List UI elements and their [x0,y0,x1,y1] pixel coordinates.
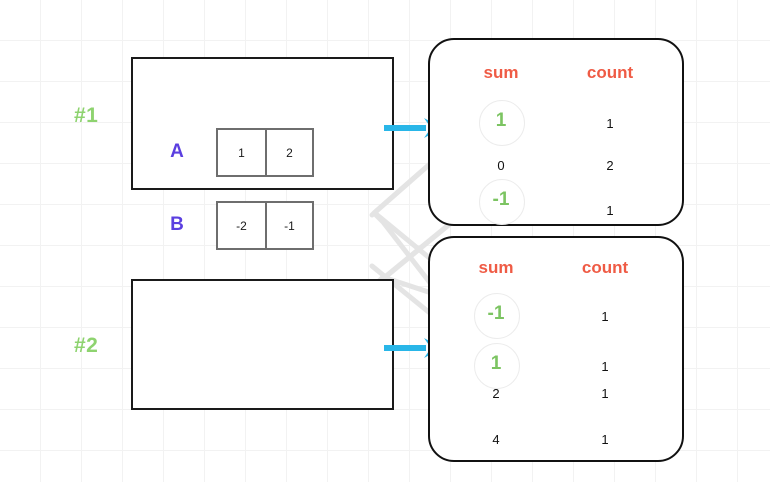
row-label-a: A [170,141,184,162]
aggregate-table-1: sum count 1 1 0 2 -1 1 [428,38,684,226]
highlight-circle-t2-r1 [474,343,520,389]
table-1-sum-2: -1 [492,189,510,210]
cell-a-1: 2 [264,130,312,175]
table-2-sum-0: -1 [487,303,505,324]
table-2-header-sum: sum [478,258,514,277]
cell-pair-b: -2 -1 [216,201,314,250]
table-2-sum-2: 2 [492,386,500,401]
table-2-sum-3: 4 [492,432,500,447]
table-2-count-2: 1 [601,386,609,401]
cell-b-1: -1 [264,203,312,248]
table-2-sum-1: 1 [490,353,502,374]
input-panel-group-2: C -1 2 D 0 2 [131,279,394,410]
table-2-count-0: 1 [601,309,609,324]
input-panel-group-1: A 1 2 B -2 -1 [131,57,394,250]
table-1-count-1: 2 [606,158,614,173]
aggregate-table-2: sum count -1 1 1 1 2 1 4 1 [428,236,684,462]
table-1-count-2: 1 [606,203,614,218]
cell-pair-a: 1 2 [216,128,314,177]
row-label-b: B [170,214,184,235]
table-2-count-3: 1 [601,432,609,447]
cell-b-0: -2 [236,218,247,233]
cell-a-0: 1 [238,145,245,160]
group-index-1: #1 [74,104,99,127]
table-1-sum-0: 1 [495,110,507,131]
table-1-header-sum: sum [483,63,519,82]
group-index-2: #2 [74,334,99,357]
highlight-circle-t1-r2 [479,179,525,225]
highlight-circle-t2-r0 [474,293,520,339]
table-2-header-count: count [581,258,629,277]
table-1-count-0: 1 [606,116,614,131]
highlight-circle-t1-r0 [479,100,525,146]
table-1-sum-1: 0 [497,158,505,173]
table-2-count-1: 1 [601,359,609,374]
table-1-header-count: count [586,63,634,82]
